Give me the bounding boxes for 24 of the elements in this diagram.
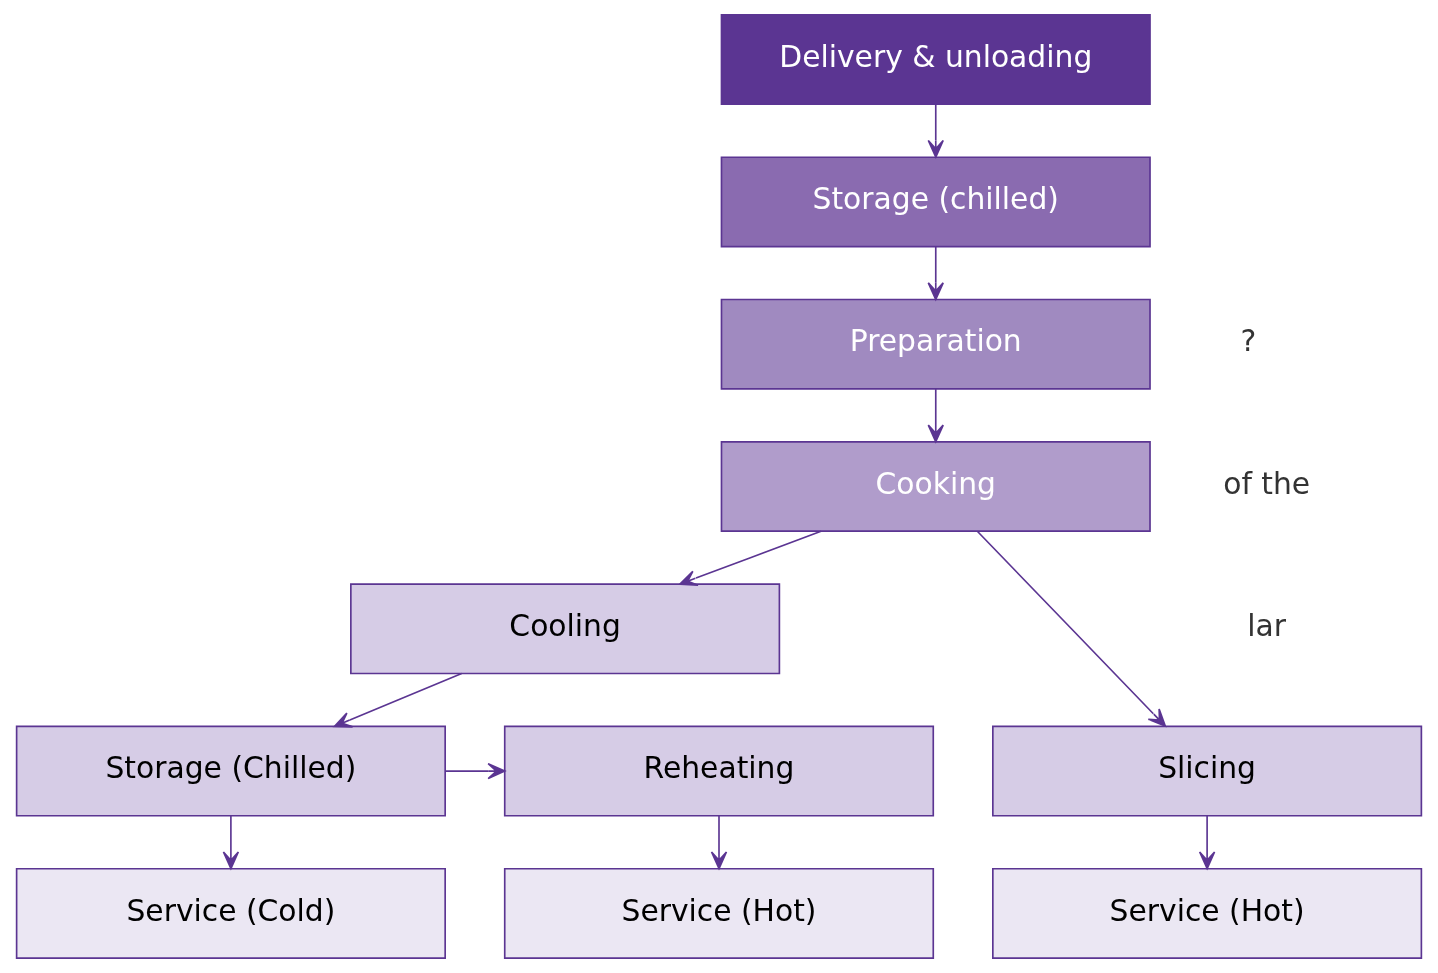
arrow	[927, 388, 945, 443]
arrow	[1198, 815, 1216, 870]
arrow	[710, 815, 728, 870]
node-box: Storage (Chilled)	[15, 725, 446, 817]
arrow	[333, 672, 463, 728]
arrow	[679, 530, 822, 587]
arrow	[927, 103, 945, 158]
node-box: Delivery & unloading	[720, 14, 1151, 106]
node-box: Service (Hot)	[503, 867, 935, 959]
arrow	[976, 530, 1167, 727]
node-box: Preparation	[720, 298, 1151, 390]
node-box: Cooking	[720, 441, 1151, 532]
node-box: Storage (chilled)	[720, 156, 1151, 248]
label: ?	[1240, 323, 1257, 359]
label: lar	[1247, 608, 1287, 644]
arrow	[927, 245, 945, 301]
node-box: Service (Hot)	[992, 867, 1423, 959]
node-box: Slicing	[992, 725, 1423, 817]
arrow	[444, 762, 506, 780]
label: of the	[1223, 465, 1311, 501]
node-box: Service (Cold)	[15, 867, 446, 959]
arrow	[222, 815, 240, 870]
node-box: Reheating	[503, 725, 935, 817]
node-box: Cooling	[350, 583, 781, 675]
